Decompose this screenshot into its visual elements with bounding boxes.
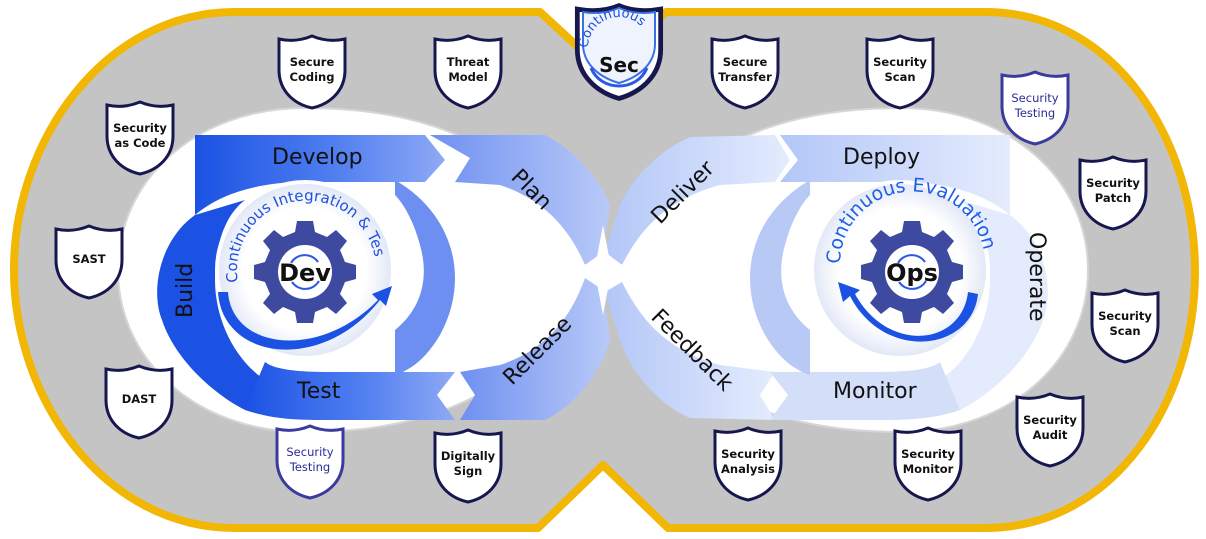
shield-label: Testing xyxy=(289,460,330,474)
stage-operate-label: Operate xyxy=(1024,232,1049,322)
shield-label: Digitally xyxy=(441,449,496,463)
sec-cycle-icon xyxy=(589,67,649,88)
shield-label: Monitor xyxy=(903,462,954,476)
stage-test-band xyxy=(245,362,455,420)
shield-label: Secure xyxy=(290,55,335,69)
continuous-sec-badge: Continuous Sec xyxy=(577,6,661,99)
shield-label: Threat xyxy=(447,55,490,69)
stage-test-label: Test xyxy=(296,379,341,404)
stage-deploy-band xyxy=(780,135,1010,215)
stage-build-label: Build xyxy=(173,263,198,318)
shield-dast: DAST xyxy=(104,364,174,440)
shield-icon xyxy=(54,224,124,300)
stage-monitor-band xyxy=(770,362,960,420)
stage-operate-band xyxy=(940,200,1048,410)
shield-label: Transfer xyxy=(718,70,772,84)
shield-icon xyxy=(713,426,783,502)
shield-label: Coding xyxy=(290,70,335,84)
stage-plan-band xyxy=(430,135,610,265)
shield-label: SAST xyxy=(72,252,105,266)
shield-label: Security xyxy=(873,55,927,69)
dev-inner-arc xyxy=(395,180,455,375)
ops-gear-icon xyxy=(861,221,963,323)
shield-icon xyxy=(1015,392,1085,468)
shield-label: Security xyxy=(721,447,775,461)
shield-icon xyxy=(865,34,935,110)
shield-label: Analysis xyxy=(721,462,775,476)
shield-label: Security xyxy=(113,121,167,135)
center-star xyxy=(560,225,650,315)
dev-loop xyxy=(157,135,455,420)
stage-feedback-band xyxy=(605,282,775,420)
shield-label: Sign xyxy=(454,464,483,478)
shield-icon xyxy=(1000,70,1070,146)
shield-icon xyxy=(277,34,347,110)
stage-develop-band xyxy=(195,135,445,215)
crossing-bands xyxy=(430,135,790,420)
stage-deliver-band xyxy=(605,135,790,265)
shield-label: Security xyxy=(286,445,333,459)
sec-label: Sec xyxy=(599,53,639,77)
stage-deploy-label: Deploy xyxy=(843,145,920,170)
shield-label: Security xyxy=(1086,176,1140,190)
shield-icon xyxy=(433,34,503,110)
ops-cycle-arrow-icon xyxy=(838,282,978,342)
shield-label: Security xyxy=(901,447,955,461)
dev-gear-label: Dev xyxy=(279,259,331,287)
shield-icon xyxy=(433,428,503,504)
shield-icon xyxy=(710,34,780,110)
shield-icon xyxy=(104,364,174,440)
shield-label: Security xyxy=(1023,413,1077,427)
stage-develop-label: Develop xyxy=(272,145,363,170)
shield-label: Security xyxy=(1098,309,1152,323)
shield-label: Secure xyxy=(723,55,768,69)
ops-gear-label: Ops xyxy=(886,259,938,287)
shield-label: Security xyxy=(1011,91,1058,105)
stage-build-band xyxy=(157,200,265,410)
stage-release-band xyxy=(460,278,610,420)
shield-icon xyxy=(105,100,175,176)
shield-label: Scan xyxy=(1109,324,1140,338)
shield-label: Audit xyxy=(1033,428,1068,442)
stage-monitor-label: Monitor xyxy=(833,379,918,404)
dev-gear-icon xyxy=(254,221,356,323)
shield-icon xyxy=(1078,155,1148,231)
shield-label: Model xyxy=(448,70,487,84)
shield-label: Scan xyxy=(884,70,915,84)
shield-icon xyxy=(275,424,345,500)
shield-icon xyxy=(893,426,963,502)
shield-sast: SAST xyxy=(54,224,124,300)
shield-label: Patch xyxy=(1095,191,1131,205)
shield-label: Testing xyxy=(1014,106,1055,120)
shield-icon xyxy=(1090,288,1160,364)
shield-label: as Code xyxy=(115,136,166,150)
ops-inner-arc xyxy=(750,180,810,375)
shield-label: DAST xyxy=(122,392,157,406)
